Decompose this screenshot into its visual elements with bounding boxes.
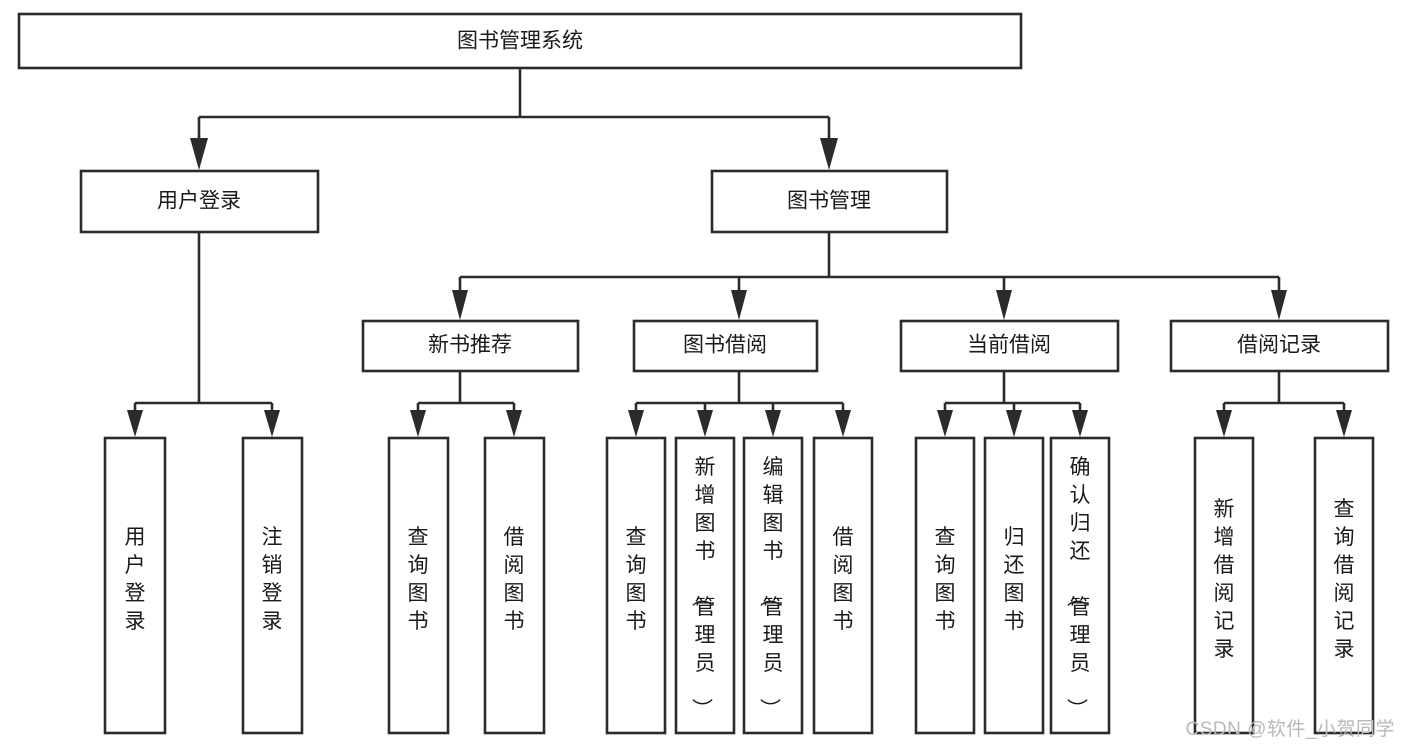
node-leaf-query-record-label: 查询借阅记录	[1334, 498, 1355, 661]
connector-group-user-login-leaves	[127, 233, 280, 437]
node-leaf-query-record-box[interactable]	[1313, 436, 1375, 735]
node-new-book-recommend-box[interactable]	[361, 319, 580, 373]
node-leaf-user-logout[interactable]: 注销登录	[241, 436, 304, 735]
node-root-label: 图书管理系统	[457, 30, 583, 53]
connector-group-borrow-record-leaves	[1216, 371, 1352, 437]
connector-group-new-book-recommend-leaves	[410, 371, 522, 437]
node-leaf-user-logout-label: 注销登录	[262, 526, 283, 633]
connector-group-current-borrow-leaves	[937, 371, 1088, 437]
node-current-borrow-box[interactable]	[899, 319, 1120, 373]
connector-group-book-borrow-leaves	[628, 371, 851, 437]
node-leaf-query-book-1-box[interactable]	[387, 436, 450, 735]
arrow-head-leaf-query-book-1	[410, 410, 426, 437]
node-leaf-add-book-box[interactable]	[674, 436, 736, 735]
node-leaf-query-book-3[interactable]: 查询图书	[914, 436, 976, 735]
node-book-manage[interactable]: 图书管理	[710, 169, 949, 234]
node-leaf-query-book-1[interactable]: 查询图书	[387, 436, 450, 735]
connector-group-root-to-level2	[190, 68, 838, 170]
node-leaf-borrow-book-1-label: 借阅图书	[504, 526, 525, 633]
node-leaf-add-record[interactable]: 新增借阅记录	[1193, 436, 1255, 735]
node-root[interactable]: 图书管理系统	[17, 12, 1023, 70]
node-leaf-borrow-book-2-box[interactable]	[812, 436, 874, 735]
node-leaf-query-book-2-label: 查询图书	[626, 526, 647, 633]
node-root-box[interactable]	[17, 12, 1023, 70]
node-leaf-user-login[interactable]: 用户登录	[103, 436, 167, 735]
node-leaf-query-record[interactable]: 查询借阅记录	[1313, 436, 1375, 735]
arrow-head-book-borrow	[731, 290, 747, 320]
arrow-head-leaf-user-login	[127, 410, 143, 437]
node-leaf-add-book-label: 新增图书（管理员）	[690, 456, 716, 719]
node-leaf-query-book-3-box[interactable]	[914, 436, 976, 735]
node-user-login-box[interactable]	[79, 169, 320, 234]
node-leaf-borrow-book-2[interactable]: 借阅图书	[812, 436, 874, 735]
arrow-head-leaf-user-logout	[264, 410, 280, 437]
node-leaf-edit-book-label: 编辑图书（管理员）	[758, 456, 784, 719]
csdn-watermark: CSDN @软件_小贺同学	[1185, 719, 1395, 740]
node-leaf-query-book-2-box[interactable]	[605, 436, 667, 735]
node-leaf-edit-book-box[interactable]	[742, 436, 804, 735]
arrow-head-current-borrow	[996, 290, 1012, 320]
arrow-head-leaf-query-record	[1336, 410, 1352, 437]
arrow-head-user-login	[190, 138, 208, 170]
node-current-borrow[interactable]: 当前借阅	[899, 319, 1120, 373]
node-book-borrow-box[interactable]	[632, 319, 819, 373]
node-leaf-edit-book[interactable]: 编辑图书（管理员）	[742, 436, 804, 735]
node-leaf-add-record-box[interactable]	[1193, 436, 1255, 735]
node-leaf-add-book[interactable]: 新增图书（管理员）	[674, 436, 736, 735]
node-leaf-return-book[interactable]: 归还图书	[983, 436, 1045, 735]
node-leaf-return-book-box[interactable]	[983, 436, 1045, 735]
node-leaf-user-login-box[interactable]	[103, 436, 167, 735]
node-leaf-add-record-label: 新增借阅记录	[1214, 498, 1235, 661]
arrow-head-new-book-recommend	[452, 290, 468, 320]
node-leaf-confirm-return-label: 确认归还（管理员）	[1065, 456, 1091, 719]
node-current-borrow-label: 当前借阅	[967, 334, 1051, 357]
node-book-manage-label: 图书管理	[787, 190, 871, 213]
connector-group-book-manage-to-level3	[452, 233, 1287, 320]
node-book-borrow[interactable]: 图书借阅	[632, 319, 819, 373]
arrow-head-leaf-borrow-book-2	[835, 410, 851, 437]
arrow-head-borrow-record	[1271, 290, 1287, 320]
node-leaf-user-login-label: 用户登录	[125, 526, 146, 633]
node-new-book-recommend-label: 新书推荐	[428, 334, 512, 357]
node-leaf-borrow-book-1[interactable]: 借阅图书	[483, 436, 546, 735]
node-leaf-user-logout-box[interactable]	[241, 436, 304, 735]
node-new-book-recommend[interactable]: 新书推荐	[361, 319, 580, 373]
node-book-manage-box[interactable]	[710, 169, 949, 234]
arrow-head-leaf-confirm-return	[1072, 410, 1088, 437]
node-user-login[interactable]: 用户登录	[79, 169, 320, 234]
node-leaf-query-book-2[interactable]: 查询图书	[605, 436, 667, 735]
node-leaf-query-book-3-label: 查询图书	[935, 526, 956, 633]
node-borrow-record-label: 借阅记录	[1237, 334, 1321, 357]
node-user-login-label: 用户登录	[157, 190, 241, 213]
arrow-head-leaf-add-book	[697, 410, 713, 437]
arrow-head-leaf-return-book	[1006, 410, 1022, 437]
node-book-borrow-label: 图书借阅	[683, 334, 767, 357]
node-leaf-confirm-return[interactable]: 确认归还（管理员）	[1049, 436, 1111, 735]
arrow-head-leaf-query-book-3	[937, 410, 953, 437]
arrow-head-book-manage	[820, 138, 838, 170]
arrow-head-leaf-add-record	[1216, 410, 1232, 437]
node-leaf-borrow-book-1-box[interactable]	[483, 436, 546, 735]
arrow-head-leaf-borrow-book-1	[506, 410, 522, 437]
arrow-head-leaf-query-book-2	[628, 410, 644, 437]
node-borrow-record-box[interactable]	[1169, 319, 1390, 373]
node-leaf-borrow-book-2-label: 借阅图书	[833, 526, 854, 633]
arrow-head-leaf-edit-book	[765, 410, 781, 437]
node-leaf-return-book-label: 归还图书	[1004, 526, 1025, 633]
node-borrow-record[interactable]: 借阅记录	[1169, 319, 1390, 373]
node-leaf-confirm-return-box[interactable]	[1049, 436, 1111, 735]
node-leaf-query-book-1-label: 查询图书	[408, 526, 429, 633]
